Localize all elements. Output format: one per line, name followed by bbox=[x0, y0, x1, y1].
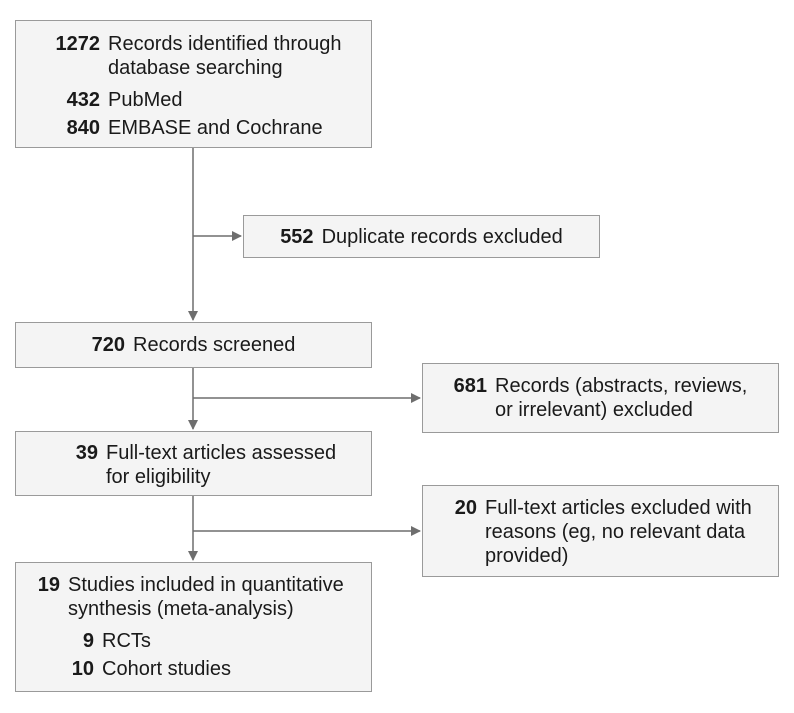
records-screened-box: 720 Records screened bbox=[15, 322, 372, 368]
records-identified-label: Records identified through database sear… bbox=[108, 33, 342, 79]
cohort-count: 10 bbox=[71, 658, 94, 680]
embase-label: EMBASE and Cochrane bbox=[108, 117, 323, 139]
screening-excluded-row: 681 Records (abstracts, reviews, or irre… bbox=[435, 374, 766, 422]
records-identified-row: 1272 Records identified through database… bbox=[28, 32, 359, 80]
pubmed-label: PubMed bbox=[108, 89, 183, 111]
rcts-row: 9 RCTs bbox=[28, 629, 359, 653]
fulltext-row: 39 Full-text articles assessed for eligi… bbox=[28, 441, 359, 489]
duplicates-label: Duplicate records excluded bbox=[321, 226, 563, 248]
fulltext-count: 39 bbox=[75, 442, 98, 464]
screened-label: Records screened bbox=[133, 334, 296, 356]
embase-row: 840 EMBASE and Cochrane bbox=[28, 116, 359, 140]
duplicates-count: 552 bbox=[280, 226, 314, 248]
pubmed-count: 432 bbox=[66, 89, 100, 111]
records-identified-count: 1272 bbox=[55, 33, 101, 55]
screening-excluded-count: 681 bbox=[453, 375, 487, 397]
fulltext-excluded-row: 20 Full-text articles excluded with reas… bbox=[435, 496, 766, 568]
pubmed-row: 432 PubMed bbox=[28, 88, 359, 112]
duplicates-row: 552 Duplicate records excluded bbox=[256, 225, 587, 249]
duplicates-excluded-box: 552 Duplicate records excluded bbox=[243, 215, 600, 258]
cohort-row: 10 Cohort studies bbox=[28, 657, 359, 681]
screened-row: 720 Records screened bbox=[28, 333, 359, 357]
embase-count: 840 bbox=[66, 117, 100, 139]
screened-count: 720 bbox=[91, 334, 126, 356]
fulltext-excluded-box: 20 Full-text articles excluded with reas… bbox=[422, 485, 779, 577]
rcts-count: 9 bbox=[82, 630, 94, 652]
fulltext-assessed-box: 39 Full-text articles assessed for eligi… bbox=[15, 431, 372, 496]
cohort-label: Cohort studies bbox=[102, 658, 231, 680]
fulltext-label: Full-text articles assessed for eligibil… bbox=[106, 442, 337, 488]
included-label: Studies included in quantitative synthes… bbox=[68, 574, 344, 620]
studies-included-box: 19 Studies included in quantitative synt… bbox=[15, 562, 372, 692]
fulltext-excluded-count: 20 bbox=[454, 497, 477, 519]
screening-excluded-label: Records (abstracts, reviews, or irreleva… bbox=[495, 375, 748, 421]
records-identified-box: 1272 Records identified through database… bbox=[15, 20, 372, 148]
fulltext-excluded-label: Full-text articles excluded with reasons… bbox=[485, 497, 752, 567]
rcts-label: RCTs bbox=[102, 630, 151, 652]
screening-excluded-box: 681 Records (abstracts, reviews, or irre… bbox=[422, 363, 779, 433]
included-count: 19 bbox=[37, 574, 60, 596]
included-row: 19 Studies included in quantitative synt… bbox=[28, 573, 359, 621]
